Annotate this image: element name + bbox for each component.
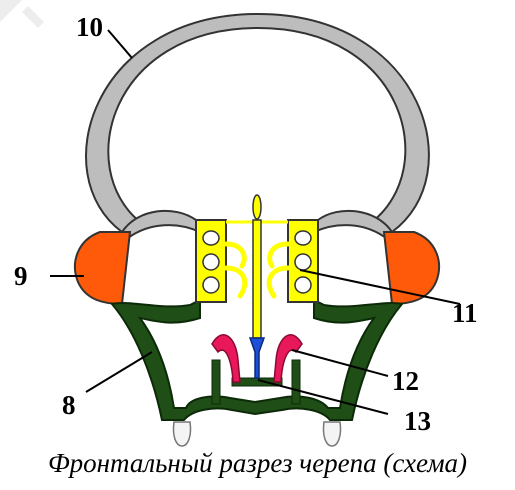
- crista-galli: [253, 195, 261, 219]
- label-11: 11: [452, 298, 478, 328]
- temporal-bone-left: [75, 232, 130, 304]
- leader-12: [292, 350, 388, 376]
- label-10: 10: [76, 12, 103, 42]
- corner-decoration: [0, 0, 44, 28]
- label-13: 13: [404, 406, 431, 436]
- tooth-left: [173, 422, 190, 446]
- figure-caption: Фронтальный разрез черепа (схема): [0, 448, 515, 479]
- leader-8: [86, 352, 152, 392]
- tooth-right: [323, 422, 340, 446]
- label-12: 12: [392, 366, 419, 396]
- label-8: 8: [62, 390, 76, 420]
- leader-10: [108, 30, 132, 58]
- vomer: [250, 338, 264, 378]
- label-9: 9: [14, 261, 28, 291]
- perpendicular-plate: [253, 220, 261, 338]
